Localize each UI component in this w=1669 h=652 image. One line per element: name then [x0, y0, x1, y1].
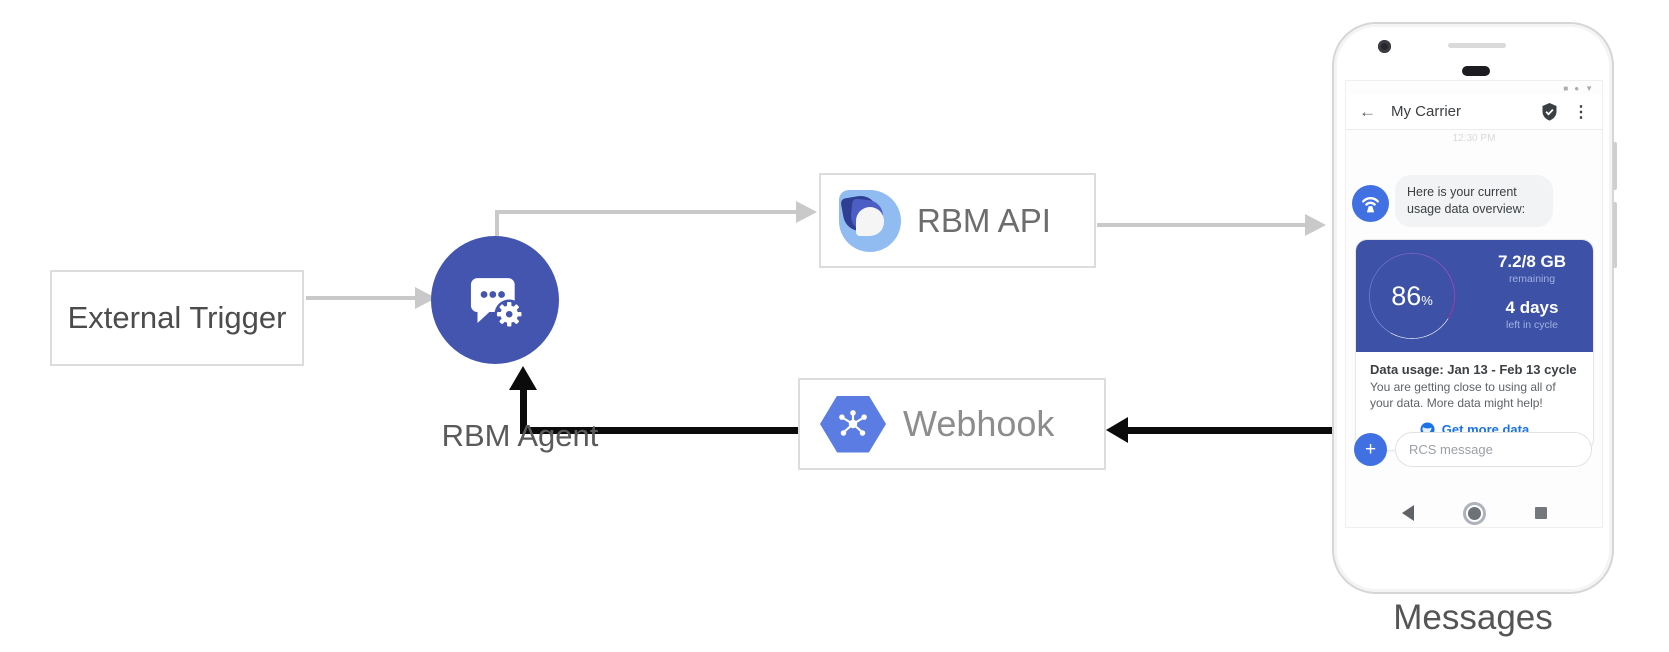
- speaker-slot: [1448, 43, 1506, 48]
- usage-stats: 7.2/8 GB remaining 4 days left in cycle: [1478, 252, 1586, 331]
- arrow-api-to-phone: [1097, 223, 1307, 227]
- arrowhead-trigger-to-agent: [415, 287, 436, 309]
- status-square-icon: ■: [1563, 84, 1569, 93]
- arrow-webhook-to-agent-vertical: [520, 389, 527, 434]
- bot-message-text: Here is your current usage data overview…: [1407, 185, 1526, 216]
- gauge-ring: [1369, 253, 1455, 339]
- arrow-webhook-to-agent-horizontal: [520, 427, 798, 434]
- compose-bar: +: [1346, 431, 1602, 467]
- overflow-menu-icon[interactable]: ⋮: [1573, 103, 1589, 121]
- conversation-title: My Carrier: [1391, 103, 1461, 120]
- status-bar: ■ ● ▼: [1563, 84, 1593, 93]
- earpiece: [1462, 66, 1490, 76]
- webhook-box: Webhook: [798, 378, 1106, 470]
- webhook-label: Webhook: [903, 403, 1055, 444]
- nav-recents-icon[interactable]: [1534, 507, 1547, 519]
- remaining-label: remaining: [1508, 273, 1556, 285]
- usage-card-title: Data usage: Jan 13 - Feb 13 cycle: [1370, 362, 1577, 377]
- usage-card-text: You are getting close to using all of yo…: [1370, 380, 1556, 410]
- gauge-percent-sign: %: [1421, 293, 1433, 308]
- message-timestamp: 12:30 PM: [1452, 133, 1496, 144]
- rbm-agent-label: RBM Agent: [441, 418, 599, 453]
- external-trigger-label: External Trigger: [67, 300, 287, 335]
- external-trigger-box: External Trigger: [50, 270, 304, 366]
- verified-shield-icon: [1542, 102, 1557, 121]
- rbm-api-box: RBM API: [819, 173, 1096, 268]
- arrow-phone-to-webhook: [1126, 427, 1333, 434]
- phone-screen: ■ ● ▼ ← My Carrier ⋮ 12:30 PM: [1345, 80, 1603, 528]
- phone-mockup: ■ ● ▼ ← My Carrier ⋮ 12:30 PM: [1332, 22, 1617, 594]
- carrier-bot-avatar: [1352, 185, 1389, 222]
- nav-back-icon[interactable]: [1401, 505, 1414, 521]
- rcs-logo-icon: [839, 189, 901, 252]
- broadcast-antenna-icon: [1362, 197, 1379, 213]
- front-camera: [1378, 40, 1391, 53]
- arrow-agent-to-api-vertical: [495, 212, 499, 242]
- volume-button: [1613, 202, 1617, 268]
- android-navbar: [1346, 499, 1602, 527]
- usage-card-body: Data usage: Jan 13 - Feb 13 cycle You ar…: [1356, 352, 1593, 450]
- days-left-value: 4 days: [1505, 298, 1559, 317]
- gauge-percent-value: 86: [1391, 280, 1422, 311]
- attach-plus-button[interactable]: +: [1354, 433, 1387, 466]
- rbm-agent-node: [431, 236, 559, 364]
- phone-caption: Messages: [1393, 598, 1553, 637]
- cloud-hexagon-icon: [820, 395, 886, 453]
- status-dot-icon: ●: [1574, 84, 1580, 93]
- bot-message-bubble: Here is your current usage data overview…: [1395, 175, 1553, 227]
- arrowhead-api-to-phone: [1305, 214, 1326, 236]
- chat-gear-icon: [470, 278, 524, 329]
- plus-icon: +: [1364, 438, 1377, 460]
- remaining-value: 7.2/8 GB: [1497, 252, 1567, 271]
- back-icon[interactable]: ←: [1359, 101, 1376, 121]
- arrow-agent-to-api-horizontal: [495, 210, 797, 214]
- status-triangle-icon: ▼: [1585, 84, 1593, 93]
- rcs-message-input[interactable]: [1407, 441, 1587, 458]
- arrow-trigger-to-agent: [306, 296, 418, 300]
- message-input-pill: [1395, 432, 1592, 467]
- days-left-label: left in cycle: [1506, 319, 1558, 331]
- conversation-header: ← My Carrier ⋮: [1346, 94, 1602, 130]
- arrowhead-phone-to-webhook: [1106, 417, 1128, 443]
- power-button: [1613, 142, 1617, 190]
- usage-gauge-panel: 86 % 7.2/8 GB remaining 4 days left in c…: [1356, 240, 1593, 352]
- usage-gauge: 86 %: [1369, 253, 1455, 339]
- nav-home-icon[interactable]: [1462, 501, 1486, 525]
- arrowhead-agent-to-api: [796, 201, 817, 223]
- rbm-api-label: RBM API: [917, 201, 1051, 239]
- arrowhead-webhook-to-agent: [509, 366, 537, 390]
- data-usage-card: 86 % 7.2/8 GB remaining 4 days left in c…: [1355, 239, 1594, 451]
